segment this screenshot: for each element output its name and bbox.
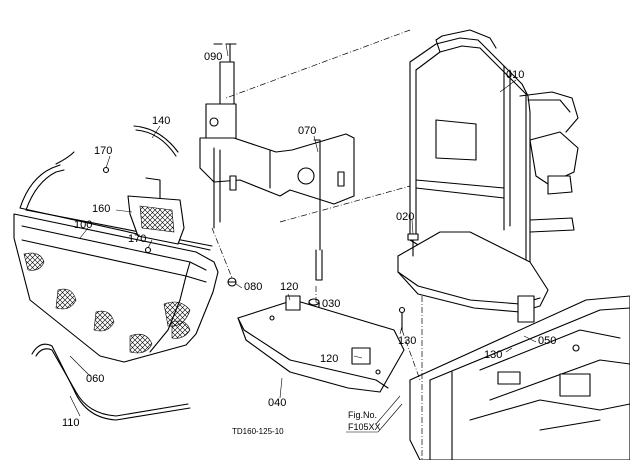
- callout-110: 110: [62, 417, 80, 429]
- fig-ref-line2: F105XX: [348, 422, 381, 432]
- callout-120-upper: 120: [280, 281, 298, 293]
- emblem-bracket-160: [102, 166, 185, 254]
- bolt-080: [227, 277, 237, 287]
- callout-040: 040: [268, 397, 286, 409]
- callout-060: 060: [86, 373, 104, 385]
- callout-160: 160: [92, 203, 110, 215]
- callout-030: 030: [322, 298, 340, 310]
- callout-080: 080: [244, 281, 262, 293]
- fig-ref-line1: Fig.No.: [348, 410, 377, 420]
- bottom-guard-040: [237, 295, 405, 393]
- support-bracket-070: [199, 133, 355, 281]
- figure-reference: Fig.No. F105XX: [346, 403, 403, 433]
- bolt-020: [407, 233, 419, 257]
- callout-090: 090: [204, 51, 222, 63]
- front-grille-060: [13, 213, 219, 363]
- main-frame-010: [397, 29, 579, 323]
- callout-050: 050: [538, 335, 556, 347]
- callout-130-left: 130: [398, 335, 416, 347]
- callout-170-lower: 170: [128, 233, 146, 245]
- seal-strip-140: [133, 125, 179, 157]
- callout-labels: 090 070 010 020 030 120 080 140 170 160 …: [62, 51, 556, 429]
- callout-100: 100: [74, 219, 92, 231]
- callout-120-lower: 120: [320, 353, 338, 365]
- callout-170-upper: 170: [94, 145, 112, 157]
- callout-020: 020: [396, 211, 414, 223]
- rubber-strip-110: [31, 343, 191, 421]
- upright-support-090: [205, 43, 237, 145]
- callout-010: 010: [506, 69, 524, 81]
- callout-140: 140: [152, 115, 170, 127]
- reference-lines: [211, 29, 423, 460]
- callout-130-right: 130: [484, 349, 502, 361]
- tractor-chassis: [409, 295, 630, 460]
- trim-strip-100: [19, 151, 213, 251]
- callout-070: 070: [298, 125, 316, 137]
- leader-lines: [69, 43, 537, 425]
- drawing-id: TD160-125-10: [232, 427, 284, 436]
